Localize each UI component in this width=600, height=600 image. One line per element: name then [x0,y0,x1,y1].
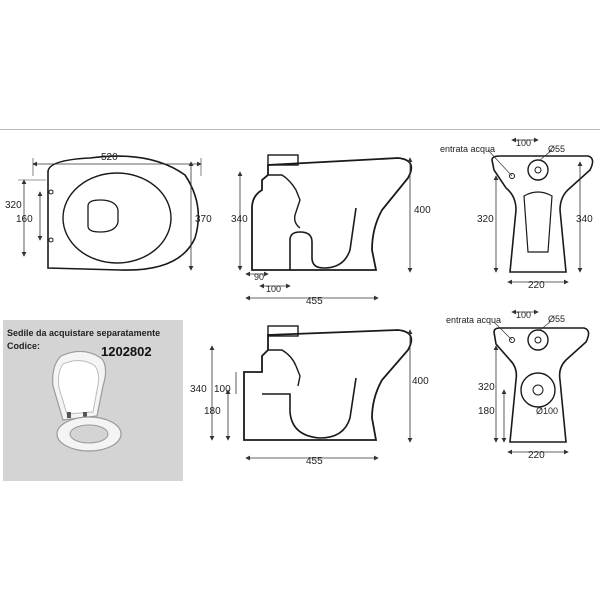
rear-view-2-inlet-diameter-label: Ø55 [548,314,565,324]
top-view-bowl-outline [47,155,200,271]
top-view-rear-offset-label: 320 [5,200,22,211]
side-view-wall-outlet: 400 340 100 180 455 [190,325,429,467]
top-view-width-label: 520 [101,152,118,163]
rear-view-1-left-height-label: 320 [477,214,494,225]
rear-view-2-outlet-diameter-label: Ø100 [536,406,558,416]
rear-view-2-outlet-ring [520,372,556,408]
rear-view-2-inlet-hole [534,336,542,344]
side-view-2-body-outline [243,329,413,441]
toilet-seat-illustration [52,350,122,452]
side-view-1-outlet-depth-label: 90 [254,272,264,282]
side-view-2-outlet-size-label: 100 [214,384,231,395]
side-view-1-height-label: 400 [414,205,431,216]
rear-view-1-inlet-ring [527,159,549,181]
side-view-1-outlet-height-label: 340 [231,214,248,225]
side-view-2-length-label: 455 [306,456,323,467]
side-view-2-outlet-axis-label: 180 [204,406,221,417]
seat-info-panel: Sedile da acquistare separatamente Codic… [3,320,183,481]
rear-view-1-outline [491,155,594,273]
top-view-fixing-hole-lower [48,237,54,243]
rear-view-1-water-inlet-label: entrata acqua [440,144,495,154]
rear-view-floor-outlet: entrata acqua 100 Ø55 320 340 220 [440,137,594,291]
rear-view-1-right-height-label: 340 [576,214,593,225]
rear-view-1-inlet-hole [534,166,542,174]
top-view-drain-shape [87,199,119,233]
side-view-1-outlet-offset-label: 100 [266,284,281,294]
rear-view-2-base-width-label: 220 [528,450,545,461]
rear-view-2-inlet-ring [527,329,549,351]
rear-view-2-outlet-hole [532,384,544,396]
seat-code-value: 1202802 [101,344,152,359]
side-view-floor-outlet: 400 340 90 100 455 [231,154,431,307]
top-view-depth-label: 370 [195,214,212,225]
rear-view-1-water-inlet-dot [509,173,515,179]
rear-view-2-water-inlet-dot [509,337,515,343]
rear-view-1-inlet-offset-label: 100 [516,138,531,148]
rear-view-2-outline [493,327,590,443]
top-view-fixing-hole-upper [48,189,54,195]
rear-view-2-outlet-axis-label: 180 [478,406,495,417]
side-view-1-inner-wall [268,174,301,229]
top-view: 520 370 320 160 [5,152,212,271]
rear-view-2-water-inlet-label: entrata acqua [446,315,501,325]
rear-view-2-height-label: 320 [478,382,495,393]
rear-view-2-inlet-offset-label: 100 [516,310,531,320]
side-view-1-length-label: 455 [306,296,323,307]
side-view-1-trap [289,207,357,270]
seat-panel-title: Sedile da acquistare separatamente [7,328,161,338]
side-view-2-trap [262,377,357,439]
top-view-bowl-opening [62,172,172,264]
side-view-2-outlet-height-label: 340 [190,384,207,395]
side-view-2-inlet-block [267,325,299,337]
side-view-2-height-label: 400 [412,376,429,387]
side-view-2-inner-wall [268,349,301,387]
top-frame-line [0,129,600,130]
rear-view-1-base-width-label: 220 [528,280,545,291]
rear-view-1-inner [523,191,553,253]
top-view-fixing-spacing-label: 160 [16,214,33,225]
rear-view-1-inlet-diameter-label: Ø55 [548,144,565,154]
rear-view-wall-outlet: entrata acqua 100 Ø55 320 180 Ø100 220 [446,309,590,461]
side-view-1-inlet-block [267,154,299,166]
seat-code-label: Codice: [7,341,41,351]
